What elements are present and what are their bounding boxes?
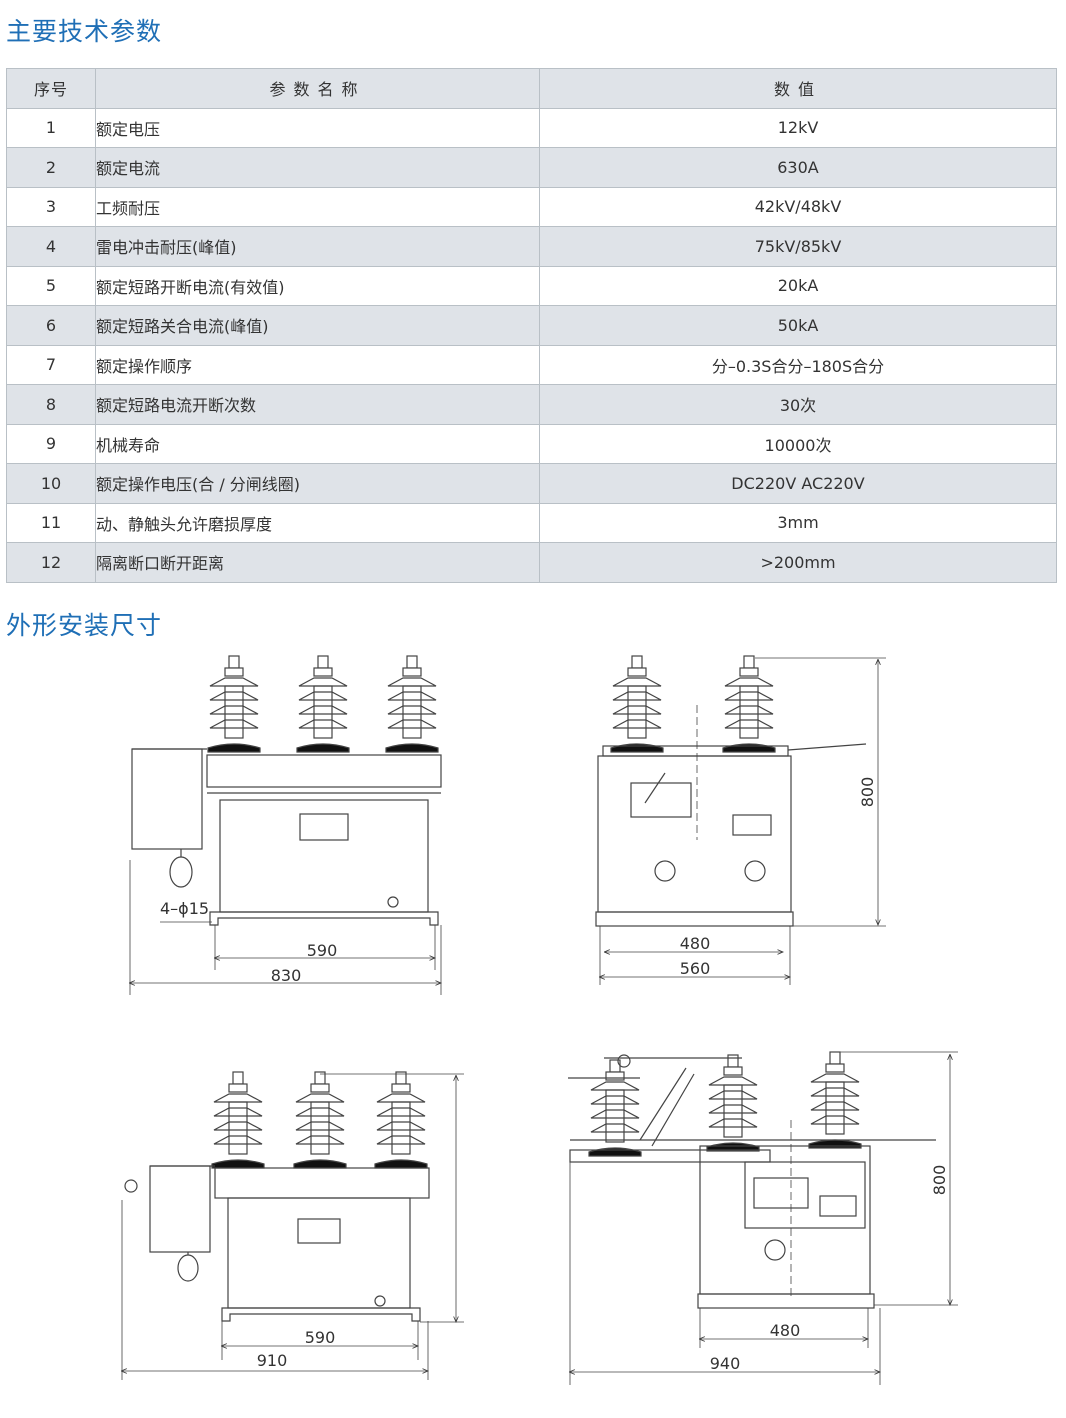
cell-value: DC220V AC220V [539, 463, 1057, 504]
cell-value: 10000次 [539, 423, 1057, 464]
cell-index: 9 [6, 423, 96, 464]
dim-fig2-height: 800 [858, 777, 877, 808]
cell-index: 8 [6, 384, 96, 425]
cell-index: 1 [6, 107, 96, 148]
cell-name: 隔离断口断开距离 [95, 542, 540, 583]
cell-value: 20kA [539, 265, 1057, 306]
header-index: 序号 [6, 68, 96, 109]
drawing-side-view-2 [568, 1051, 958, 1385]
dim-fig2-outer: 560 [680, 959, 711, 978]
cell-value: 50kA [539, 305, 1057, 346]
cell-name: 动、静触头允许磨损厚度 [95, 502, 540, 543]
cell-index: 12 [6, 542, 96, 583]
drawing-front-view-1 [130, 655, 441, 995]
dim-fig1-outer: 830 [271, 966, 302, 985]
dim-fig2-inner: 480 [680, 934, 711, 953]
dim-fig3-inner: 590 [305, 1328, 336, 1347]
drawing-side-view-1 [595, 655, 886, 985]
dim-fig4-height: 800 [930, 1165, 949, 1196]
cell-name: 额定电压 [95, 107, 540, 148]
cell-index: 3 [6, 186, 96, 227]
dim-fig1-inner: 590 [307, 941, 338, 960]
cell-index: 10 [6, 463, 96, 504]
cell-name: 额定短路关合电流(峰值) [95, 305, 540, 346]
dim-fig3-outer: 910 [257, 1351, 288, 1370]
section-title-dimensions: 外形安装尺寸 [6, 611, 163, 640]
cell-value: 12kV [539, 107, 1057, 148]
cell-name: 机械寿命 [95, 423, 540, 464]
cell-name: 额定操作顺序 [95, 344, 540, 385]
cell-value: 3mm [539, 502, 1057, 543]
drawing-front-view-2 [122, 1071, 464, 1380]
cell-index: 11 [6, 502, 96, 543]
cell-index: 5 [6, 265, 96, 306]
dim-fig4-inner: 480 [770, 1321, 801, 1340]
header-name: 参数名称 [95, 68, 540, 109]
cell-value: >200mm [539, 542, 1057, 583]
section-title-params: 主要技术参数 [6, 17, 163, 46]
cell-name: 雷电冲击耐压(峰值) [95, 226, 540, 267]
cell-name: 额定短路开断电流(有效值) [95, 265, 540, 306]
cell-index: 6 [6, 305, 96, 346]
dim-hole-label: 4–ϕ15 [160, 899, 209, 918]
cell-index: 7 [6, 344, 96, 385]
dim-fig4-outer: 940 [710, 1354, 741, 1373]
cell-name: 额定操作电压(合 / 分闸线圈) [95, 463, 540, 504]
cell-name: 工频耐压 [95, 186, 540, 227]
cell-value: 75kV/85kV [539, 226, 1057, 267]
cell-index: 2 [6, 147, 96, 188]
cell-name: 额定电流 [95, 147, 540, 188]
header-value: 数值 [539, 68, 1057, 109]
cell-value: 630A [539, 147, 1057, 188]
cell-value: 30次 [539, 384, 1057, 425]
dimension-drawings: 4–ϕ15 590 830 480 560 800 [0, 655, 958, 1385]
cell-name: 额定短路电流开断次数 [95, 384, 540, 425]
cell-index: 4 [6, 226, 96, 267]
table-header-row: 序号 参数名称 数值 [6, 68, 1057, 109]
cell-value: 分–0.3S合分–180S合分 [539, 344, 1057, 385]
cell-value: 42kV/48kV [539, 186, 1057, 227]
